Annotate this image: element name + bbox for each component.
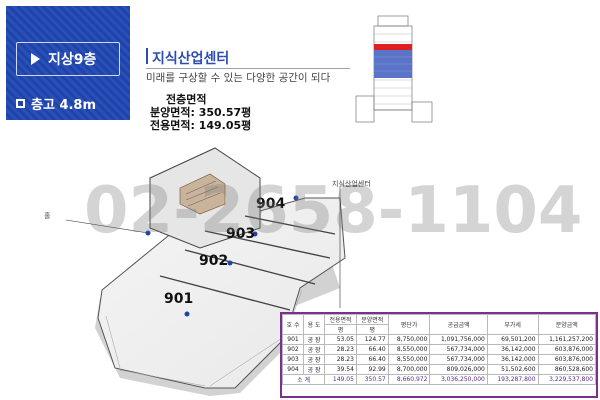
cell-vat: 69,501,200 bbox=[486, 334, 539, 345]
cell-unit-price: 8,750,000 bbox=[387, 334, 431, 345]
cell-supply: 809,026,000 bbox=[429, 364, 488, 375]
cell-no: 902 bbox=[281, 344, 305, 355]
cell-vat: 51,502,600 bbox=[486, 364, 539, 375]
th-sale: 분양면적 bbox=[355, 314, 389, 325]
cell-exclusive: 28.23 bbox=[324, 344, 357, 355]
th-supply: 공급금액 bbox=[429, 314, 488, 335]
cell-total-sale: 350.57 bbox=[355, 374, 389, 385]
cell-no: 904 bbox=[281, 364, 305, 375]
center-title: 지식산업센터 bbox=[152, 51, 230, 67]
cell-unit-price: 8,550,000 bbox=[387, 354, 431, 365]
cell-use: 공 장 bbox=[303, 354, 326, 365]
square-bullet-icon bbox=[16, 99, 25, 108]
area-summary: 전층면적 분양면적: 350.57평 전용면적: 149.05평 bbox=[150, 93, 251, 132]
exclusive-area: 전용면적: 149.05평 bbox=[150, 119, 252, 132]
cell-exclusive: 39.54 bbox=[324, 364, 357, 375]
cell-no: 901 bbox=[281, 334, 305, 345]
cell-sale: 92.99 bbox=[355, 364, 389, 375]
play-icon bbox=[31, 53, 40, 65]
price-table: 호 수 용 도 전용면적 분양면적 평단가 공급금액 부가세 분양금액 평 평 … bbox=[280, 312, 598, 398]
floor-button[interactable]: 지상9층 bbox=[16, 42, 120, 76]
cell-use: 공 장 bbox=[303, 344, 326, 355]
cell-sale: 124.77 bbox=[355, 334, 389, 345]
th-exclusive: 전용면적 bbox=[324, 314, 357, 325]
th-no: 호 수 bbox=[281, 314, 305, 335]
cell-total-unit-price: 8,660,972 bbox=[387, 374, 431, 385]
cell-total-total: 3,229,537,800 bbox=[537, 374, 597, 385]
th-total: 분양금액 bbox=[537, 314, 597, 335]
unit-label-902: 902 bbox=[199, 253, 229, 269]
cell-total: 603,876,000 bbox=[537, 344, 597, 355]
cell-supply: 567,734,000 bbox=[429, 354, 488, 365]
area-heading: 전층면적 bbox=[166, 93, 207, 106]
center-plan-label: 지식산업센터 bbox=[332, 180, 371, 188]
cell-use: 공 장 bbox=[303, 334, 326, 345]
ceiling-height: 층고 4.8m bbox=[16, 94, 96, 113]
title-accent-bar bbox=[146, 48, 148, 64]
cell-use: 공 장 bbox=[303, 364, 326, 375]
unit-label-903: 903 bbox=[226, 226, 256, 242]
cell-total-vat: 193,287,800 bbox=[486, 374, 539, 385]
cell-total: 1,161,257,200 bbox=[537, 334, 597, 345]
floor-panel: 지상9층 층고 4.8m bbox=[6, 6, 130, 120]
cell-total: 860,528,600 bbox=[537, 364, 597, 375]
cell-vat: 36,142,000 bbox=[486, 354, 539, 365]
th-vat: 부가세 bbox=[486, 314, 539, 335]
cell-supply: 567,734,000 bbox=[429, 344, 488, 355]
ceiling-label: 층고 4.8m bbox=[31, 98, 97, 113]
sale-area: 분양면적: 350.57평 bbox=[150, 106, 252, 119]
cell-exclusive: 53.05 bbox=[324, 334, 357, 345]
center-subtitle: 미래를 구상할 수 있는 다양한 공간이 되다 bbox=[146, 72, 331, 84]
cell-sale: 66.40 bbox=[355, 344, 389, 355]
cell-total: 603,876,000 bbox=[537, 354, 597, 365]
cell-total-exclusive: 149.05 bbox=[324, 374, 357, 385]
th-pyeong-1: 평 bbox=[324, 324, 357, 335]
th-use: 용 도 bbox=[303, 314, 326, 335]
cell-vat: 36,142,000 bbox=[486, 344, 539, 355]
th-pyeong-2: 평 bbox=[355, 324, 389, 335]
cell-total-supply: 3,036,250,000 bbox=[429, 374, 488, 385]
cell-unit-price: 8,550,000 bbox=[387, 344, 431, 355]
floor-button-label: 지상9층 bbox=[48, 52, 97, 68]
phone-watermark: 02-2658-1104 bbox=[84, 174, 583, 248]
unit-label-904: 904 bbox=[256, 196, 286, 212]
cell-exclusive: 28.23 bbox=[324, 354, 357, 365]
hall-label: 홀 bbox=[44, 212, 51, 220]
cell-unit-price: 8,700,000 bbox=[387, 364, 431, 375]
building-elevation-icon bbox=[355, 15, 433, 123]
cell-total-label: 소 계 bbox=[281, 374, 326, 385]
unit-label-901: 901 bbox=[164, 291, 194, 307]
floor-plan bbox=[65, 147, 360, 396]
cell-no: 903 bbox=[281, 354, 305, 365]
cell-supply: 1,091,756,000 bbox=[429, 334, 488, 345]
th-unit-price: 평단가 bbox=[387, 314, 431, 335]
cell-sale: 66.40 bbox=[355, 354, 389, 365]
title-divider bbox=[146, 68, 350, 69]
